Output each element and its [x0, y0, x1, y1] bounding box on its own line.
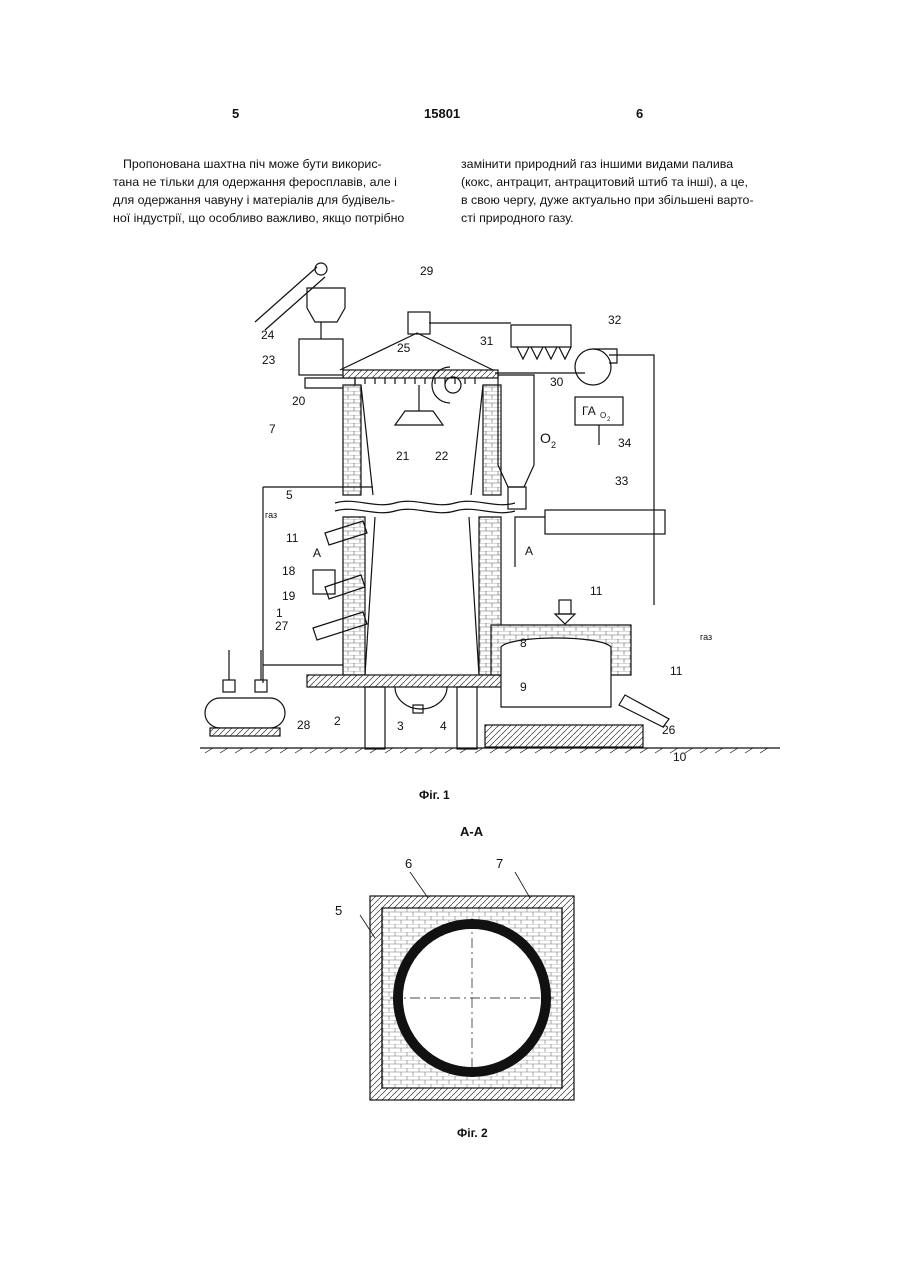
figure-2-section-diagram: А-А 5 6 7 Фіг. 2	[320, 820, 620, 1150]
label-gas-right: газ	[700, 632, 712, 642]
text-line: (кокс, антрацит, антрацитовий штиб та ін…	[461, 173, 785, 191]
text-line: Пропонована шахтна піч може бути викорис…	[113, 155, 421, 173]
label-18: 18	[282, 564, 296, 578]
page-number-right: 6	[636, 106, 643, 121]
label-8: 8	[520, 636, 527, 650]
text-line: тана не тільки для одержання феросплавів…	[113, 173, 421, 191]
section-label-6: 6	[405, 856, 412, 871]
text-line: замінити природний газ іншими видами пал…	[461, 155, 785, 173]
page-number-left: 5	[232, 106, 239, 121]
label-11-left: 11	[286, 531, 299, 545]
section-label-5: 5	[335, 903, 342, 918]
text-column-left: Пропонована шахтна піч може бути викорис…	[113, 155, 421, 227]
label-26: 26	[662, 723, 676, 737]
text-line: ної індустрії, що особливо важливо, якщо…	[113, 209, 421, 227]
label-3: 3	[397, 719, 404, 733]
label-11-right: 11	[670, 664, 683, 678]
label-25: 25	[397, 341, 411, 355]
label-9: 9	[520, 680, 527, 694]
section-title: А-А	[460, 824, 484, 839]
label-33: 33	[615, 474, 629, 488]
label-4: 4	[440, 719, 447, 733]
label-section-a-right: А	[525, 544, 533, 558]
label-10: 10	[673, 750, 687, 764]
label-19: 19	[282, 589, 296, 603]
label-28: 28	[297, 718, 311, 732]
figure-1-caption: Фіг. 1	[419, 788, 450, 802]
label-27b: 27	[275, 619, 289, 633]
patent-number: 15801	[424, 106, 460, 121]
label-gas-left: газ	[265, 510, 277, 520]
label-32: 32	[608, 313, 622, 327]
label-30: 30	[550, 375, 564, 389]
label-analyzer-sub: O	[600, 411, 606, 420]
label-31: 31	[480, 334, 494, 348]
label-24: 24	[261, 328, 275, 342]
label-20: 20	[292, 394, 306, 408]
label-section-a-left: А	[313, 546, 321, 560]
label-7: 7	[269, 422, 276, 436]
label-oxygen-sub: 2	[551, 440, 556, 450]
label-23: 23	[262, 353, 276, 367]
text-line: сті природного газу.	[461, 209, 785, 227]
text-column-right: замінити природний газ іншими видами пал…	[461, 155, 785, 227]
text-line: для одержання чавуну і матеріалів для бу…	[113, 191, 421, 209]
label-analyzer: ГА	[582, 404, 596, 418]
label-11-top: 11	[590, 584, 603, 598]
label-34: 34	[618, 436, 632, 450]
figure-2-caption: Фіг. 2	[457, 1126, 488, 1140]
label-21: 21	[396, 449, 410, 463]
label-analyzer-sub2: 2	[607, 417, 611, 423]
label-1: 1	[276, 606, 283, 620]
label-22: 22	[435, 449, 449, 463]
label-29: 29	[420, 264, 434, 278]
text-line: в свою чергу, дуже актуально при збільше…	[461, 191, 785, 209]
figure-1-furnace-diagram: 1 2 3 4 5 7 8 9 10 11 11 11 18 19 20 21 …	[195, 255, 795, 805]
label-5: 5	[286, 488, 293, 502]
label-oxygen: O	[540, 430, 551, 446]
label-2: 2	[334, 714, 341, 728]
section-label-7: 7	[496, 856, 503, 871]
